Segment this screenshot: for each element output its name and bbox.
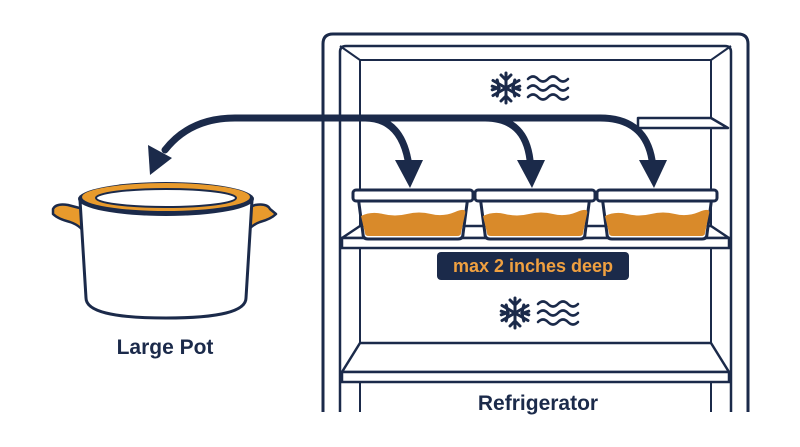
transfer-arrows — [161, 114, 656, 164]
shallow-container — [595, 188, 719, 241]
large-pot-label: Large Pot — [116, 336, 214, 359]
snowflake-icon — [499, 296, 531, 330]
large-pot — [51, 182, 278, 320]
refrigerator-label: Refrigerator — [477, 392, 599, 415]
shallow-container — [351, 188, 475, 241]
lower-shelf — [340, 341, 731, 384]
cold-air-waves-icon — [526, 75, 570, 101]
shallow-container — [473, 188, 597, 241]
arrow-heads — [148, 145, 667, 188]
refrigerator — [321, 32, 750, 412]
max-depth-badge: max 2 inches deep — [437, 252, 629, 280]
cold-air-waves-icon — [536, 300, 580, 326]
upper-shelf — [636, 116, 730, 130]
snowflake-icon — [490, 71, 522, 105]
